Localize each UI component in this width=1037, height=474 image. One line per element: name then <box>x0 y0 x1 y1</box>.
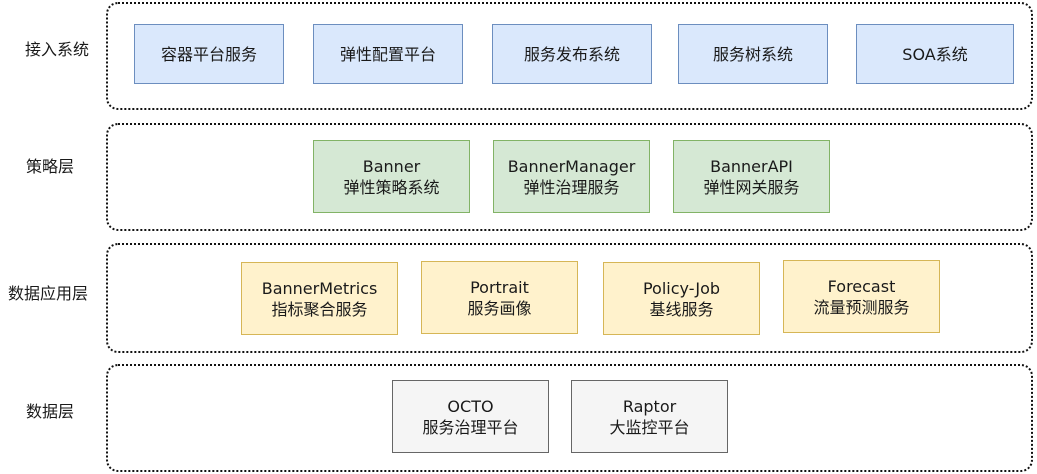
node-banner-manager: BannerManager 弹性治理服务 <box>493 140 650 213</box>
node-title: 服务发布系统 <box>523 44 620 64</box>
node-soa: SOA系统 <box>856 24 1014 84</box>
node-service-release: 服务发布系统 <box>492 24 652 84</box>
node-subtitle: 大监控平台 <box>609 417 690 437</box>
node-octo: OCTO 服务治理平台 <box>392 380 549 453</box>
node-banner-metrics: BannerMetrics 指标聚合服务 <box>241 262 398 335</box>
node-policy-job: Policy-Job 基线服务 <box>603 262 760 335</box>
node-title: Policy-Job <box>642 278 721 298</box>
node-subtitle: 服务画像 <box>467 298 532 318</box>
node-subtitle: 弹性策略系统 <box>343 177 440 197</box>
node-title: BannerMetrics <box>261 278 378 298</box>
node-title: BannerAPI <box>710 156 793 176</box>
node-subtitle: 基线服务 <box>649 299 714 319</box>
node-title: BannerManager <box>507 156 636 176</box>
node-subtitle: 指标聚合服务 <box>271 299 368 319</box>
layer-label-strategy: 策略层 <box>26 157 75 176</box>
node-container-platform: 容器平台服务 <box>134 24 284 84</box>
layer-box-strategy <box>106 123 1033 231</box>
node-subtitle: 弹性网关服务 <box>703 177 800 197</box>
node-title: 服务树系统 <box>712 44 793 64</box>
layer-box-access <box>106 2 1033 110</box>
node-elastic-config: 弹性配置平台 <box>313 24 463 84</box>
layer-box-data <box>106 364 1033 472</box>
node-title: Portrait <box>470 277 529 297</box>
node-title: Raptor <box>622 396 677 416</box>
node-service-tree: 服务树系统 <box>678 24 828 84</box>
node-title: OCTO <box>447 396 494 416</box>
node-subtitle: 流量预测服务 <box>813 297 910 317</box>
node-title: 弹性配置平台 <box>339 44 436 64</box>
node-portrait: Portrait 服务画像 <box>421 261 578 334</box>
layer-box-data-app <box>106 243 1033 353</box>
node-title: 容器平台服务 <box>160 44 257 64</box>
layer-label-data: 数据层 <box>26 402 75 421</box>
node-title: SOA系统 <box>902 44 968 64</box>
layer-label-access: 接入系统 <box>25 40 90 59</box>
node-subtitle: 弹性治理服务 <box>523 177 620 197</box>
node-forecast: Forecast 流量预测服务 <box>783 260 940 333</box>
node-banner-api: BannerAPI 弹性网关服务 <box>673 140 830 213</box>
node-subtitle: 服务治理平台 <box>422 417 519 437</box>
node-title: Forecast <box>827 276 896 296</box>
node-banner: Banner 弹性策略系统 <box>313 140 470 213</box>
node-raptor: Raptor 大监控平台 <box>571 380 728 453</box>
node-title: Banner <box>362 156 421 176</box>
layer-label-data-app: 数据应用层 <box>8 284 89 303</box>
